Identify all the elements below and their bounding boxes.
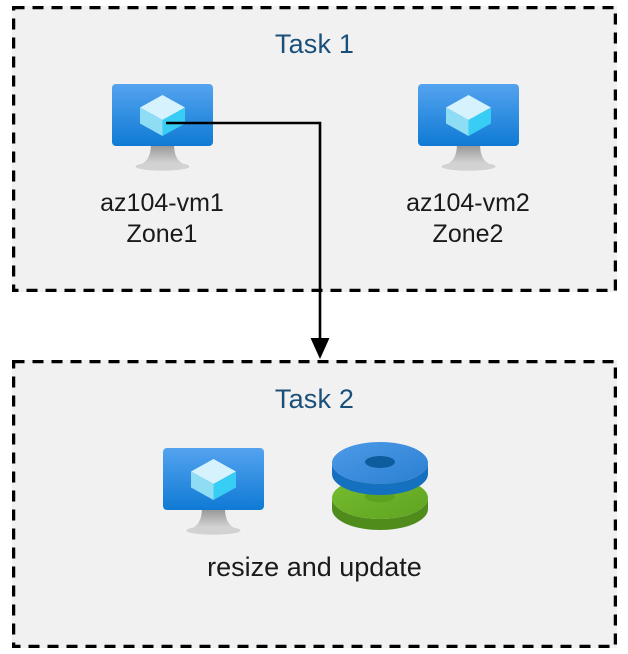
- task-2-title: Task 2: [274, 384, 355, 414]
- task-1-title: Task 1: [274, 29, 355, 59]
- arrowhead-icon: [310, 338, 330, 359]
- task-2-container: Task 2: [12, 360, 617, 648]
- azure-virtual-machine-icon: [111, 84, 213, 171]
- azure-virtual-machine-icon: [417, 84, 519, 171]
- node-az104-vm1-label: az104-vm1 Zone1: [100, 189, 224, 248]
- task-2-caption: resize and update: [207, 552, 422, 582]
- task-2-icon-row: [150, 440, 450, 540]
- azure-virtual-machine-icon: [163, 448, 264, 535]
- azure-managed-disks-icon: [332, 442, 428, 530]
- node-az104-vm2: az104-vm2 Zone2: [358, 78, 578, 250]
- node-az104-vm1: az104-vm1 Zone1: [52, 78, 272, 250]
- node-az104-vm2-label: az104-vm2 Zone2: [406, 189, 530, 248]
